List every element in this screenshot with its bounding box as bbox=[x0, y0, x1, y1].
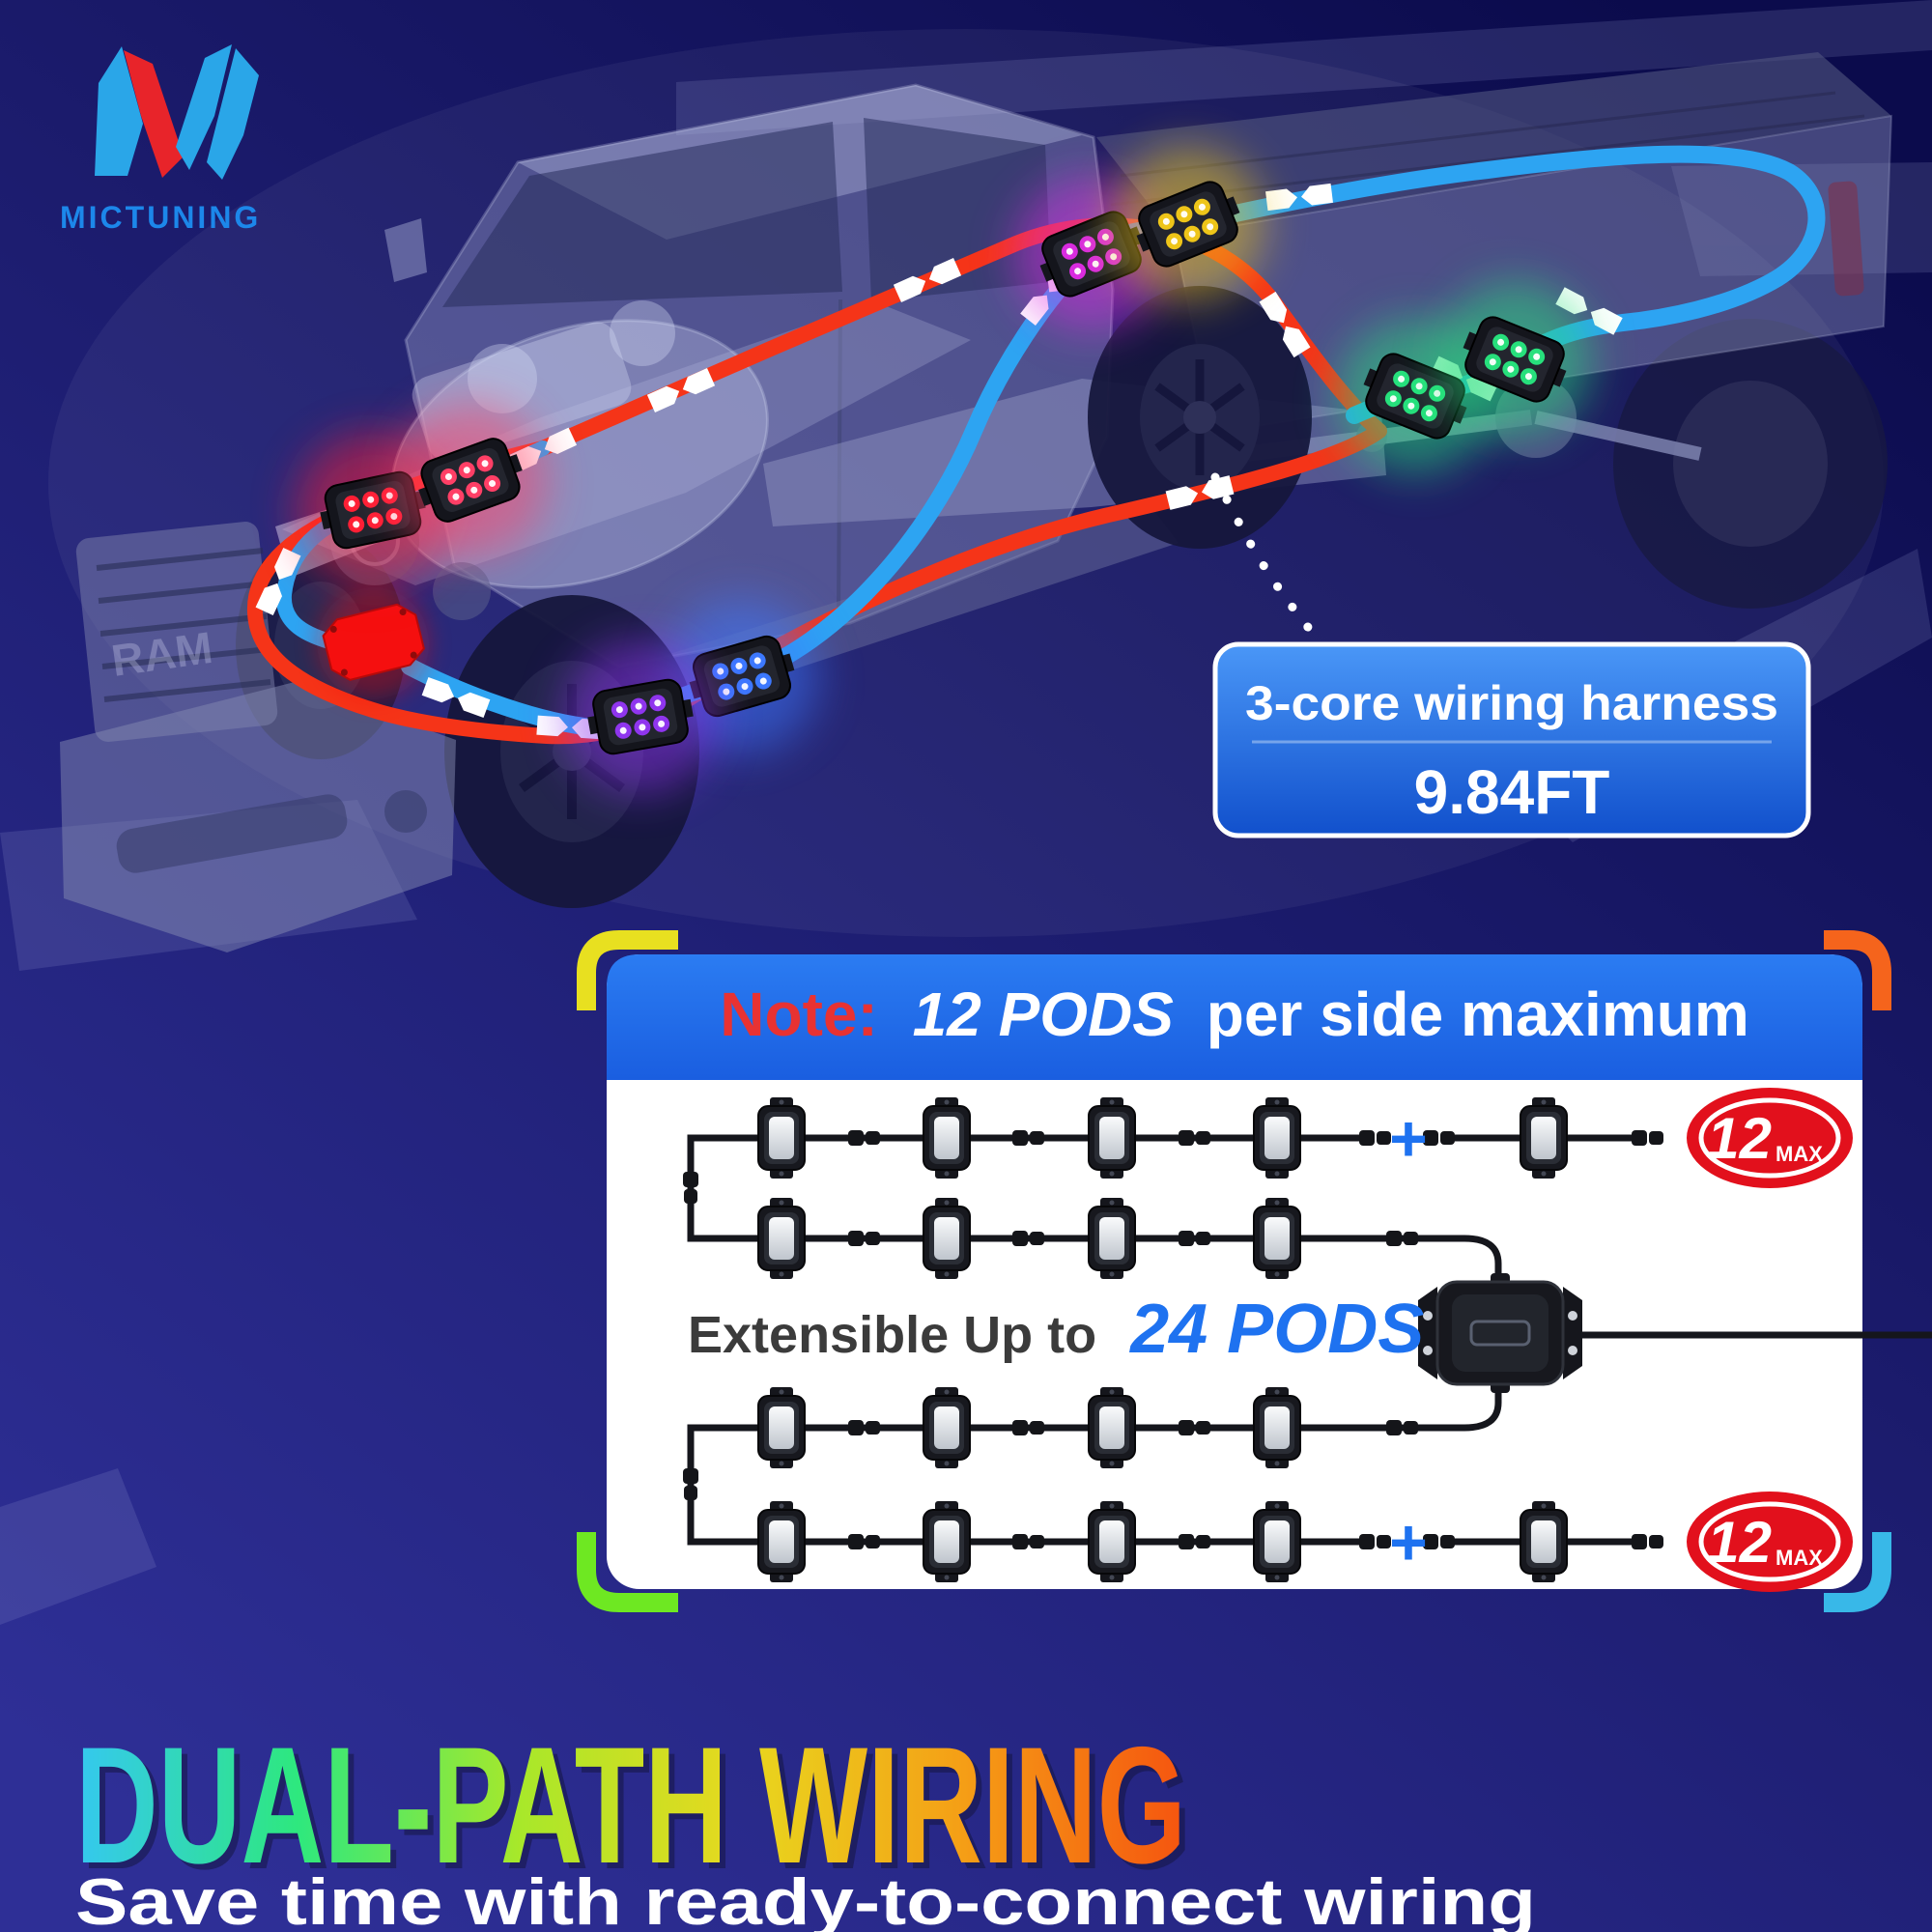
callout-dotted-line bbox=[1210, 472, 1324, 646]
note-highlight: 12 PODS bbox=[913, 980, 1175, 1049]
badge-value: 12 bbox=[1707, 1510, 1772, 1575]
panel-corner-brackets bbox=[577, 930, 1891, 1612]
rear-pod-green-b bbox=[1437, 282, 1592, 437]
diagram-pod bbox=[1088, 1197, 1136, 1280]
footer-title: DUAL-PATH WIRING bbox=[75, 1713, 1186, 1898]
engine-pod-pink bbox=[393, 403, 548, 557]
panel-header bbox=[607, 954, 1862, 1080]
callout-line1: 3-core wiring harness bbox=[1245, 676, 1778, 730]
logo-m-icon bbox=[95, 44, 259, 180]
front-grille: RAM bbox=[75, 522, 278, 742]
bracket-bottom-left-icon bbox=[577, 1532, 678, 1612]
diagram-pod bbox=[923, 1096, 971, 1179]
extensible-caption: Extensible Up to 24 PODS bbox=[688, 1291, 1424, 1368]
badge-value: 12 bbox=[1707, 1106, 1772, 1171]
badge-suffix: MAX bbox=[1776, 1546, 1823, 1570]
front-bumper bbox=[60, 682, 456, 952]
badge-suffix: MAX bbox=[1776, 1142, 1823, 1166]
callout-line2: 9.84FT bbox=[1414, 757, 1610, 827]
cab-pod-yellow bbox=[1111, 147, 1265, 301]
diagram-extension-pod bbox=[1520, 1096, 1568, 1179]
diagram-pod bbox=[923, 1386, 971, 1469]
panel-header-text: Note: 12 PODS per side maximum bbox=[720, 980, 1748, 1049]
diagram-pod bbox=[923, 1500, 971, 1583]
diagram-extension-pod bbox=[1520, 1500, 1568, 1583]
diagram-pod bbox=[1253, 1500, 1301, 1583]
extensible-prefix: Extensible Up to bbox=[688, 1306, 1096, 1364]
plus-sign-top: + bbox=[1389, 1102, 1428, 1176]
diagram-pod bbox=[923, 1197, 971, 1280]
diagram-pod bbox=[757, 1096, 806, 1179]
note-rest: per side maximum bbox=[1207, 980, 1749, 1049]
truck-control-box bbox=[317, 587, 429, 699]
diagram-pod bbox=[1088, 1500, 1136, 1583]
diagram-pod bbox=[757, 1197, 806, 1280]
diagram-control-box bbox=[1418, 1273, 1582, 1393]
note-label: Note: bbox=[720, 980, 878, 1049]
callout-box bbox=[1212, 641, 1811, 838]
side-mirror bbox=[384, 218, 427, 282]
footer-title-shadow: DUAL-PATH WIRING bbox=[81, 1719, 1192, 1904]
footer: DUAL-PATH WIRING DUAL-PATH WIRING Save t… bbox=[75, 1713, 1536, 1932]
plus-sign-bottom: + bbox=[1389, 1506, 1428, 1579]
diagram-pod bbox=[1088, 1386, 1136, 1469]
diagram-pod bbox=[757, 1386, 806, 1469]
far-rear-wheel bbox=[1613, 319, 1888, 609]
front-window bbox=[442, 122, 842, 307]
bracket-top-right-icon bbox=[1824, 930, 1891, 1010]
diagram-pod bbox=[1253, 1096, 1301, 1179]
note-panel: Note: 12 PODS per side maximum bbox=[577, 930, 1932, 1612]
extensible-highlight: 24 PODS bbox=[1128, 1291, 1424, 1368]
diagram-pod bbox=[1253, 1197, 1301, 1280]
truck-pods bbox=[296, 147, 1592, 794]
taillight bbox=[1828, 181, 1864, 297]
brand-logo: MICTUNING bbox=[60, 44, 261, 235]
front-pod-purple bbox=[563, 639, 718, 794]
footer-subtitle: Save time with ready-to-connect wiring bbox=[75, 1865, 1536, 1932]
bracket-bottom-right-icon bbox=[1824, 1532, 1891, 1612]
diagram-pod bbox=[1088, 1096, 1136, 1179]
max-badge-bottom: 12 MAX bbox=[1687, 1492, 1853, 1592]
door-seam bbox=[837, 298, 842, 619]
cab-pod-magenta bbox=[1014, 177, 1169, 331]
bracket-top-left-icon bbox=[577, 930, 678, 1010]
tonneau-cover bbox=[1096, 52, 1891, 236]
diagram-pod bbox=[757, 1500, 806, 1583]
max-badge-top: 12 MAX bbox=[1687, 1088, 1853, 1188]
diagram-pod bbox=[1253, 1386, 1301, 1469]
harness-callout: 3-core wiring harness 9.84FT bbox=[1210, 472, 1811, 838]
brand-wordmark: MICTUNING bbox=[60, 200, 261, 235]
